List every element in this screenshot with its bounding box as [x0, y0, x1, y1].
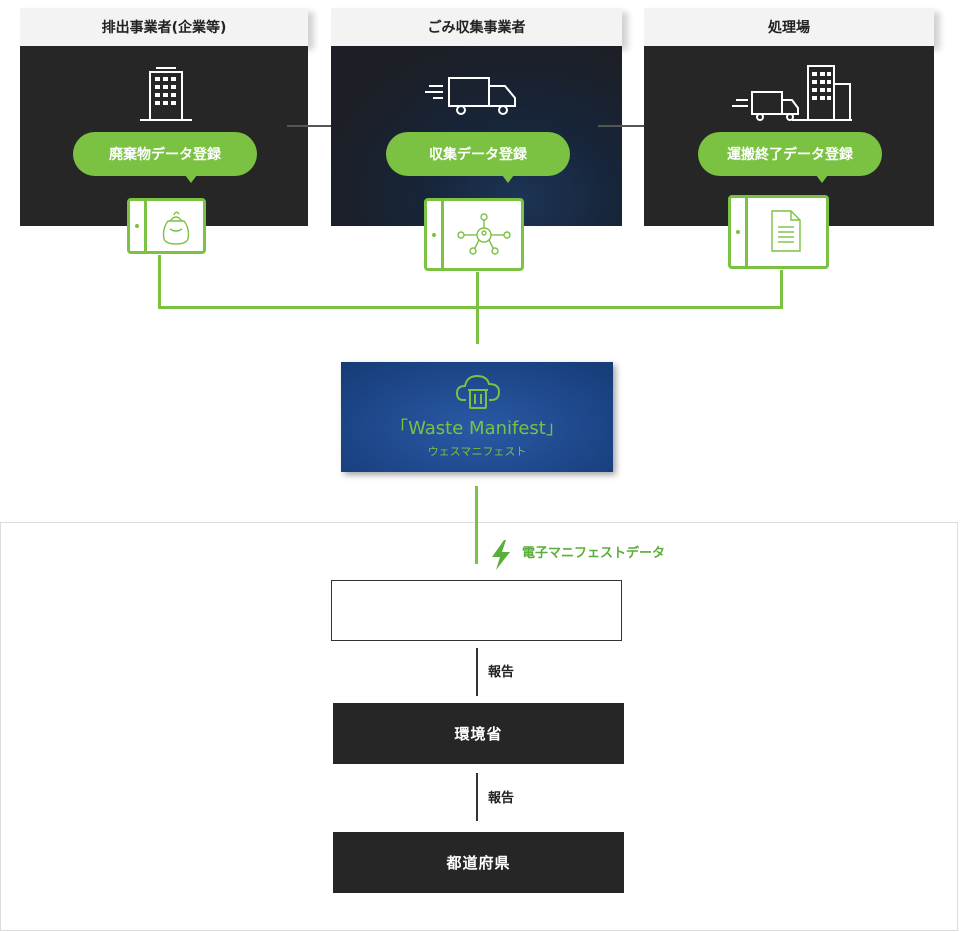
action-bubble-collector: 収集データ登録: [386, 132, 570, 183]
bubble-tail: [185, 175, 197, 183]
green-connector: [475, 486, 478, 564]
agency-label: 都道府県: [446, 854, 511, 872]
column-header-collector: ごみ収集事業者: [331, 8, 622, 46]
waste-manifest-box: 「Waste Manifest」 ウェスマニフェスト: [341, 362, 613, 472]
action-label: 廃棄物データ登録: [109, 147, 221, 163]
tablet-facility: [728, 195, 829, 269]
agency-box-environment: 環境省: [333, 703, 624, 764]
column-header-label: 処理場: [768, 20, 810, 36]
manifest-title: 「Waste Manifest」: [390, 418, 564, 439]
green-connector: [158, 255, 161, 309]
green-connector: [476, 306, 479, 344]
action-label: 収集データ登録: [429, 147, 527, 163]
report-line: [476, 648, 478, 696]
cloud-trash-icon: [455, 374, 501, 409]
truck-building-icon: [732, 65, 852, 121]
connector-line: [598, 125, 670, 127]
tablet-bezel: [731, 198, 748, 266]
lightning-icon: [492, 540, 510, 570]
building-icon: [140, 67, 192, 121]
truck-icon: [425, 77, 516, 115]
action-bubble-facility: 運搬終了データ登録: [698, 132, 882, 183]
tablet-emitter: [127, 198, 206, 254]
green-connector: [780, 270, 783, 309]
lower-frame: [0, 522, 958, 931]
agency-box-prefecture: 都道府県: [333, 832, 624, 893]
column-header-emitter: 排出事業者(企業等): [20, 8, 308, 46]
report-label: 報告: [488, 665, 515, 680]
tablet-collector: [424, 198, 524, 271]
tablet-button: [736, 230, 740, 234]
tablet-bezel: [427, 201, 444, 268]
document-icon: [771, 210, 801, 252]
empty-white-box: [331, 580, 622, 641]
report-line: [476, 773, 478, 821]
connector-line: [287, 125, 356, 127]
column-header-label: 排出事業者(企業等): [101, 20, 227, 36]
action-bubble-emitter: 廃棄物データ登録: [73, 132, 257, 183]
electronic-manifest-data-label: 電子マニフェストデータ: [522, 546, 666, 561]
network-icon: [457, 213, 511, 255]
action-label: 運搬終了データ登録: [727, 147, 853, 163]
tablet-bezel: [130, 201, 147, 251]
column-header-label: ごみ収集事業者: [427, 20, 526, 36]
report-label: 報告: [488, 791, 515, 806]
green-connector: [476, 272, 479, 309]
bubble-tail: [816, 175, 828, 183]
tablet-button: [135, 224, 139, 228]
tablet-button: [432, 232, 436, 237]
garbage-bag-icon: [162, 211, 190, 245]
bubble-tail: [502, 175, 514, 183]
column-header-facility: 処理場: [644, 8, 934, 46]
green-connector: [158, 306, 783, 309]
agency-label: 環境省: [454, 725, 503, 743]
manifest-subtitle: ウェスマニフェスト: [427, 445, 527, 458]
